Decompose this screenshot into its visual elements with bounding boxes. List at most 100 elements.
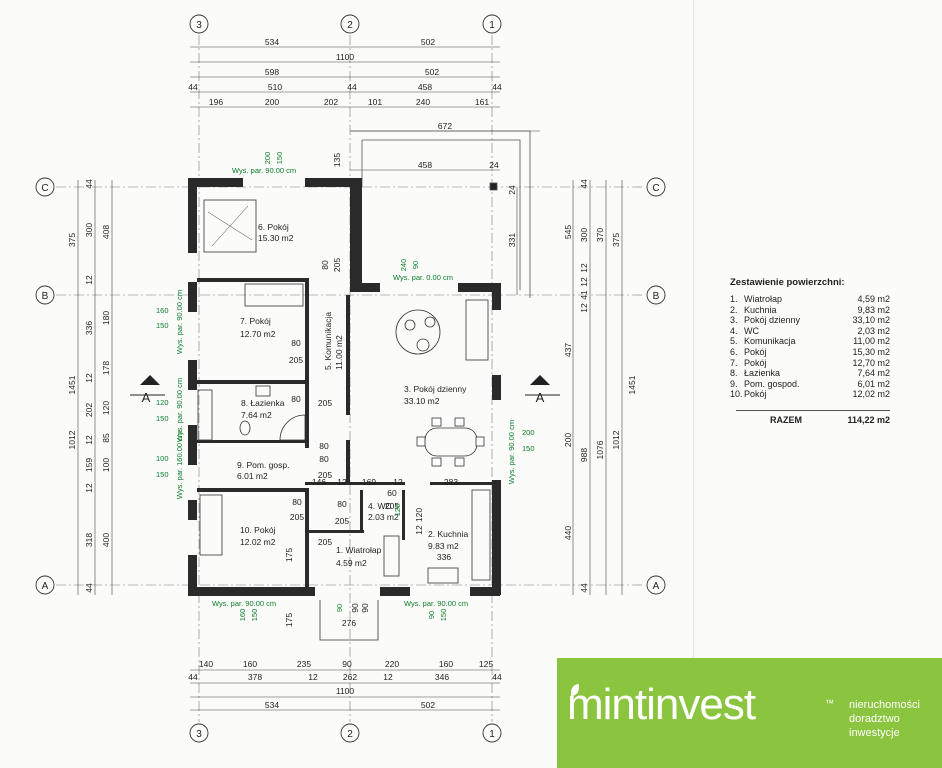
axis-bubble-left-a — [35, 575, 55, 595]
dim-left-180: 180 — [101, 311, 111, 325]
dim-terrace-24: 24 — [489, 160, 499, 170]
axis-bubble-top-1 — [482, 14, 502, 34]
dim-int-146: 146 — [312, 477, 326, 487]
dim-left-400: 400 — [101, 533, 111, 547]
dim-top-1100: 1100 — [336, 52, 355, 62]
room-8-label: 8. Łazienka — [241, 398, 285, 408]
room-7-label: 7. Pokój — [240, 316, 271, 326]
dim-right-331: 331 — [507, 233, 517, 247]
dim-bot-1100: 1100 — [336, 686, 355, 696]
axis-label-left-a: A — [42, 581, 49, 592]
axis-label-right-b: B — [653, 291, 660, 302]
mintinvest-banner: mintinvest ™ nieruchomości doradztwo inw… — [557, 658, 942, 768]
dim-bot-346: 346 — [435, 672, 449, 682]
dim-bot-160: 160 — [243, 659, 257, 669]
dim-int-205b: 205 — [318, 398, 332, 408]
summary-row: 9.Pom. gospod.6,01 m2 — [730, 378, 890, 389]
dim-bot-220: 220 — [385, 659, 399, 669]
dim-left-12b: 12 — [84, 373, 94, 383]
dim-top-240: 240 — [416, 97, 430, 107]
axis-label-right-a: A — [653, 581, 660, 592]
tagline-line: nieruchomości — [849, 699, 920, 711]
axis-bubble-right-b — [646, 285, 666, 305]
dim-left-202: 202 — [84, 403, 94, 417]
kitchen-sink-icon — [427, 567, 459, 584]
win-dim-150b: 150 — [156, 321, 169, 330]
win-dim-150e: 150 — [522, 444, 535, 453]
win-sill-north: Wys. par. 90.00 cm — [232, 166, 296, 175]
dim-right-370: 370 — [595, 228, 605, 242]
axis-bubble-bottom-2 — [340, 723, 360, 743]
sink-icon — [255, 385, 271, 397]
dim-left-12c: 12 — [84, 435, 94, 445]
dim-left-12d: 12 — [84, 483, 94, 493]
win-sill-south-1: Wys. par. 90.00 cm — [212, 599, 276, 608]
dim-terrace-672: 672 — [438, 121, 452, 131]
dim-int-80a: 80 — [291, 338, 301, 348]
dim-left-300: 300 — [84, 223, 94, 237]
dim-right-1012: 1012 — [611, 430, 621, 449]
dim-bot-140: 140 — [199, 659, 213, 669]
bathtub-icon — [197, 389, 213, 441]
room-3-label: 3. Pokój dzienny — [404, 384, 467, 394]
dim-bot-235: 235 — [297, 659, 311, 669]
dim-top-44c: 44 — [492, 82, 502, 92]
dim-top-502b: 502 — [425, 67, 439, 77]
axis-label-top-2: 2 — [347, 20, 353, 31]
dim-right-440: 440 — [563, 526, 573, 540]
dim-int-205a: 205 — [289, 355, 303, 365]
dim-bot-44b: 44 — [492, 672, 502, 682]
bed-icon — [203, 199, 257, 253]
dim-top-598: 598 — [265, 67, 279, 77]
dim-int-276: 276 — [342, 618, 356, 628]
dim-top-202: 202 — [324, 97, 338, 107]
axis-bubble-bottom-3 — [189, 723, 209, 743]
room-4-area: 2.03 m2 — [368, 512, 399, 522]
dim-int-12c: 12 — [414, 525, 424, 535]
win-sill-east: Wys. par. 90.00 cm — [507, 420, 516, 484]
axis-label-bottom-2: 2 — [347, 729, 353, 740]
dim-right-1076: 1076 — [595, 440, 605, 459]
dim-left-44b: 44 — [84, 583, 94, 593]
coffee-table-icon — [395, 309, 441, 355]
section-label-left: A — [142, 390, 151, 405]
dim-int-175b: 175 — [284, 613, 294, 627]
room-10-area: 12.02 m2 — [240, 537, 276, 547]
dim-right-200: 200 — [563, 433, 573, 447]
dim-int-135: 135 — [332, 153, 342, 167]
dim-right-1451: 1451 — [627, 375, 637, 394]
desk-icon — [199, 494, 223, 556]
dim-right-300: 300 — [579, 228, 589, 242]
room-9-area: 6.01 m2 — [237, 471, 268, 481]
dim-left-12a: 12 — [84, 275, 94, 285]
dim-right-41: 41 — [579, 290, 589, 300]
axis-bubble-right-a — [646, 575, 666, 595]
axis-bubble-left-c — [35, 177, 55, 197]
dim-left-1451: 1451 — [67, 375, 77, 394]
dim-int-205f: 205 — [332, 258, 342, 272]
dim-int-169: 169 — [362, 477, 376, 487]
section-marker-right — [530, 375, 550, 385]
sofa-icon — [465, 299, 489, 361]
dim-top-510: 510 — [268, 82, 282, 92]
win-dim-120b: 120 — [393, 504, 402, 517]
room-4-label: 4. WC — [368, 501, 392, 511]
dim-right-988: 988 — [579, 448, 589, 462]
wardrobe-icon — [244, 283, 304, 307]
dim-top-101: 101 — [368, 97, 382, 107]
win-dim-150a: 150 — [275, 152, 284, 165]
dim-int-205e: 205 — [335, 516, 349, 526]
dim-bot-160b: 160 — [439, 659, 453, 669]
dim-bot-534: 534 — [265, 700, 279, 710]
dim-right-545: 545 — [563, 225, 573, 239]
dim-bot-12b: 12 — [383, 672, 393, 682]
dim-top-200: 200 — [265, 97, 279, 107]
dim-int-283: 283 — [444, 477, 458, 487]
brand-logo: mintinvest — [567, 680, 756, 729]
axis-label-bottom-1: 1 — [489, 729, 495, 740]
dim-top-502: 502 — [421, 37, 435, 47]
dim-int-175a: 175 — [284, 548, 294, 562]
dining-table-icon — [424, 427, 478, 457]
